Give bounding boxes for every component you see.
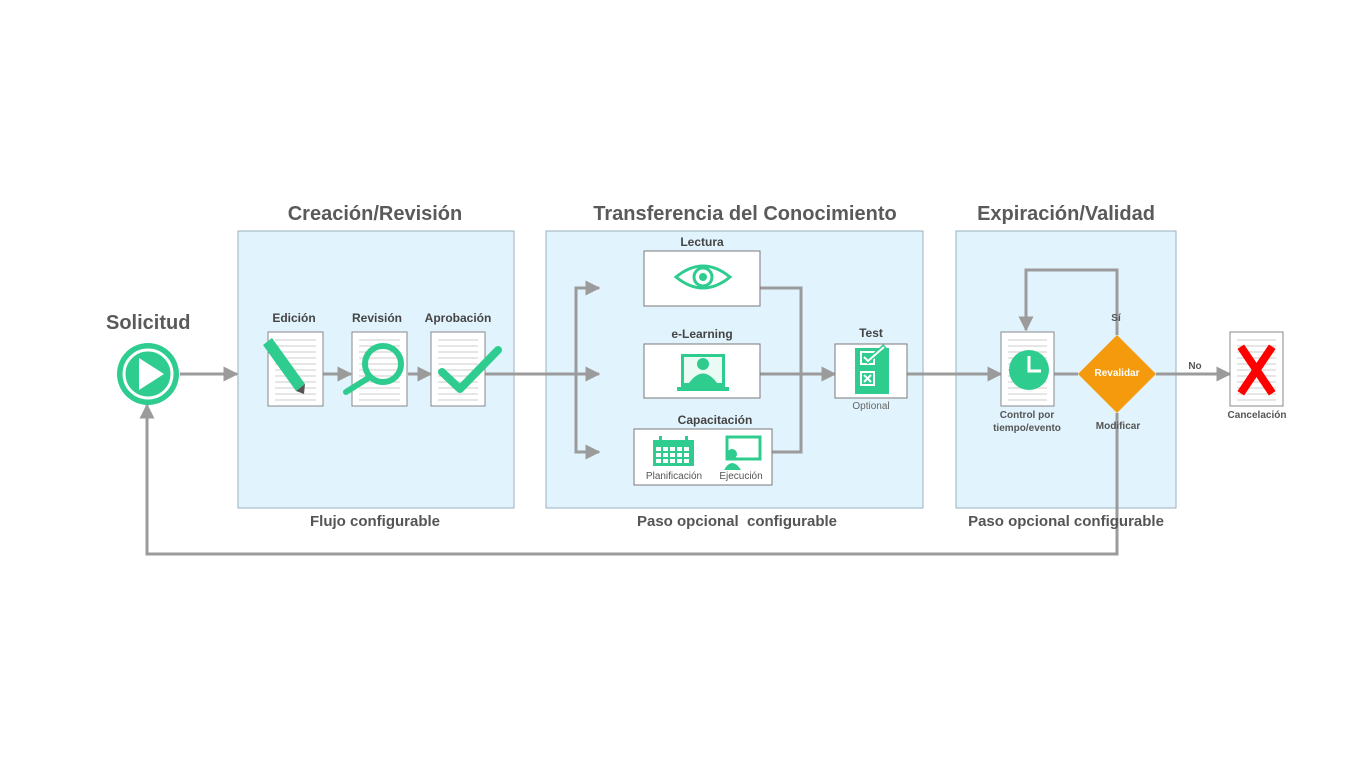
step-label-aprobacion: Aprobación — [424, 311, 492, 325]
doc-edicion — [263, 331, 324, 407]
checkmark-icon — [438, 346, 502, 393]
red-x-icon — [1237, 344, 1276, 396]
test-label: Test — [859, 326, 883, 340]
doc-aprobacion — [430, 331, 502, 407]
test-optional-label: Optional — [852, 401, 890, 412]
connectors — [139, 268, 1232, 556]
decision-label: Revalidar — [1094, 368, 1140, 379]
capacitacion-label: Capacitación — [677, 413, 753, 427]
step-label-edicion: Edición — [272, 311, 316, 325]
magnifier-icon — [343, 343, 404, 395]
decision-diamond — [1078, 335, 1156, 413]
lectura-label: Lectura — [680, 235, 724, 249]
section-title-knowledge: Transferencia del Conocimiento — [593, 203, 897, 225]
cancel-label: Cancelación — [1227, 410, 1287, 421]
pencil-icon — [263, 338, 305, 394]
doc-revision — [343, 331, 408, 407]
decision-modify-label: Modificar — [1095, 421, 1141, 432]
section-title-expiration: Expiración/Validad — [977, 203, 1155, 225]
start-label: Solicitud — [106, 312, 191, 334]
teacher-board-icon — [724, 435, 762, 470]
calendar-icon — [653, 436, 694, 466]
test-box — [834, 343, 908, 399]
step-label-revision: Revisión — [351, 311, 403, 325]
control-label-line1: Control por — [999, 410, 1055, 421]
lectura-box — [643, 250, 761, 307]
section-title-creation: Creación/Revisión — [287, 203, 463, 225]
doc-cancelacion — [1229, 331, 1284, 407]
start-node — [117, 343, 179, 405]
eye-icon — [673, 264, 733, 290]
computer-user-icon — [677, 354, 729, 391]
control-label-line2: tiempo/evento — [993, 423, 1061, 434]
decision-no-label: No — [1188, 361, 1202, 372]
section-footer-creation: Flujo configurable — [310, 513, 440, 530]
elearning-label: e-Learning — [671, 327, 733, 341]
section-footer-expiration: Paso opcional configurable — [968, 513, 1164, 530]
planificacion-label: Planificación — [645, 471, 703, 482]
play-icon — [139, 358, 164, 390]
doc-control — [1000, 331, 1055, 407]
ejecucion-label: Ejecución — [719, 471, 763, 482]
decision-yes-label: Sí — [1111, 313, 1121, 324]
section-footer-knowledge: Paso opcional configurable — [636, 513, 838, 530]
checklist-icon — [855, 344, 889, 394]
capacitacion-box — [633, 428, 773, 486]
clock-icon — [1009, 350, 1049, 390]
elearning-box — [643, 343, 761, 399]
